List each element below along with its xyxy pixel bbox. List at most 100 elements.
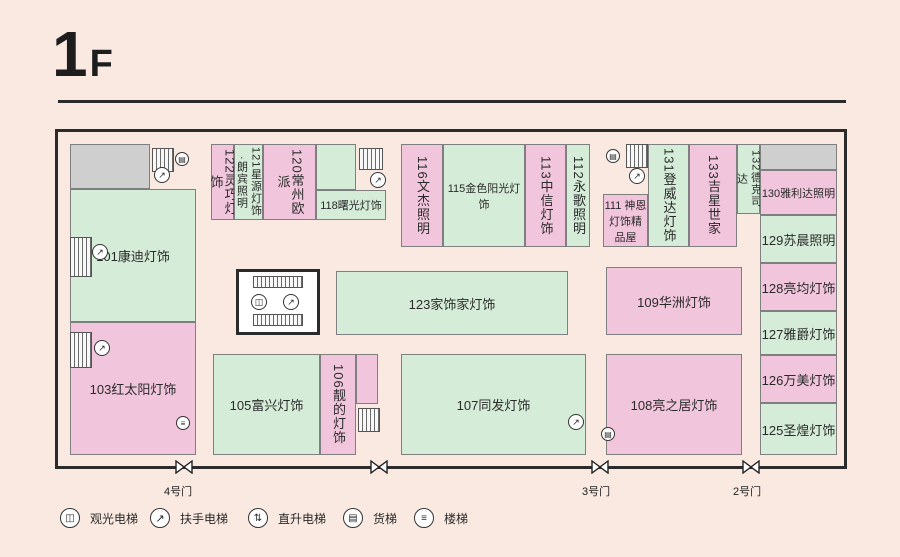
sightseeing-elevator-icon: ◫ bbox=[60, 508, 80, 528]
shop-121[interactable]: 121星源灯饰·朗宾照明 bbox=[234, 144, 263, 220]
shop-123-label: 123家饰家灯饰 bbox=[408, 296, 496, 312]
shop-106-label: 106靓的灯饰 bbox=[331, 364, 346, 445]
escalator-icon-2: ↗ bbox=[92, 244, 108, 260]
utility-area-top-left bbox=[70, 144, 150, 189]
shop-111[interactable]: 111 神恩灯饰精品屋 bbox=[603, 194, 648, 247]
shop-130-label: 130雅利达照明 bbox=[761, 187, 836, 200]
utility-area-top-right bbox=[760, 144, 837, 170]
shop-122[interactable]: 122灵巧灯饰 bbox=[208, 144, 238, 220]
shop-108[interactable]: 108亮之居灯饰 bbox=[606, 354, 742, 455]
freight-elevator-icon-2: ▤ bbox=[606, 149, 620, 163]
stairs-icon: ≡ bbox=[414, 508, 434, 528]
shop-107-label: 107同发灯饰 bbox=[456, 398, 531, 413]
floor-number: 1 bbox=[52, 18, 88, 90]
legend-freight: ▤ 货梯 bbox=[343, 508, 397, 528]
sightseeing-elevator-hall: ◫ ↗ bbox=[236, 269, 320, 335]
legend-escalator-label: 扶手电梯 bbox=[180, 511, 229, 526]
shop-127-label: 127雅爵灯饰 bbox=[761, 326, 836, 342]
door-4-icon[interactable] bbox=[175, 460, 193, 474]
legend-lift: ⇅ 直升电梯 bbox=[248, 508, 326, 528]
escalator-strip-bottom bbox=[253, 314, 303, 326]
floor-title: 1F bbox=[52, 22, 113, 86]
shop-118[interactable]: 118曙光灯饰 bbox=[316, 190, 386, 220]
shop-105[interactable]: 105富兴灯饰 bbox=[213, 354, 320, 455]
escalator-icon-4: ↗ bbox=[370, 172, 386, 188]
escalator-icon-5: ↗ bbox=[629, 168, 645, 184]
sightseeing-elevator-icon: ◫ bbox=[251, 294, 267, 310]
shop-132[interactable]: 132德克司达 bbox=[735, 144, 762, 214]
freight-elevator-icon: ▤ bbox=[343, 508, 363, 528]
shop-106-annex bbox=[356, 354, 378, 404]
legend-stairs: ≡ 楼梯 bbox=[414, 508, 468, 528]
shop-121-label: 121星源灯饰·朗宾照明 bbox=[235, 147, 262, 217]
door-4-label: 4号门 bbox=[164, 486, 193, 498]
shop-116[interactable]: 116文杰照明 bbox=[401, 144, 443, 247]
shop-109-label: 109华洲灯饰 bbox=[637, 294, 711, 310]
shop-133[interactable]: 133吉星世家 bbox=[689, 144, 737, 247]
shop-115[interactable]: 115金色阳光灯饰 bbox=[443, 144, 525, 247]
shop-130[interactable]: 130雅利达照明 bbox=[760, 170, 837, 215]
shop-113[interactable]: 113中信灯饰 bbox=[525, 144, 566, 247]
shop-123[interactable]: 123家饰家灯饰 bbox=[336, 271, 568, 335]
shop-105-label: 105富兴灯饰 bbox=[229, 398, 304, 413]
legend-freight-label: 货梯 bbox=[373, 511, 398, 526]
legend-stairs-label: 楼梯 bbox=[444, 511, 469, 526]
title-divider bbox=[58, 100, 846, 103]
escalator-strip-top bbox=[253, 276, 303, 288]
shop-132-label: 132德克司达 bbox=[735, 150, 762, 208]
shop-125[interactable]: 125圣煌灯饰 bbox=[760, 403, 837, 455]
shop-120[interactable]: 120常州欧派 bbox=[263, 144, 316, 220]
shop-128[interactable]: 128亮均灯饰 bbox=[760, 263, 837, 311]
escalator-strip-2 bbox=[70, 332, 92, 368]
shop-107[interactable]: 107同发灯饰 bbox=[401, 354, 586, 455]
corridor-block-118-top bbox=[316, 144, 356, 190]
shop-133-label: 133吉星世家 bbox=[706, 155, 721, 236]
shop-108-label: 108亮之居灯饰 bbox=[630, 398, 718, 413]
shop-112-label: 112永歌照明 bbox=[571, 155, 586, 236]
floor-letter: F bbox=[89, 43, 113, 85]
shop-129[interactable]: 129苏晨照明 bbox=[760, 215, 837, 263]
shop-106[interactable]: 106靓的灯饰 bbox=[320, 354, 356, 455]
shop-128-label: 128亮均灯饰 bbox=[761, 280, 836, 296]
shop-125-label: 125圣煌灯饰 bbox=[761, 422, 836, 438]
door-3-label: 3号门 bbox=[582, 486, 611, 498]
shop-131-label: 131登威达灯饰 bbox=[661, 148, 677, 243]
escalator-icon-1: ↗ bbox=[154, 167, 170, 183]
lift-icon: ⇅ bbox=[248, 508, 268, 528]
escalator-icon-7: ↗ bbox=[568, 414, 584, 430]
stairs-icon-3 bbox=[359, 148, 383, 170]
shop-115-label: 115金色阳光灯饰 bbox=[447, 182, 521, 211]
shop-122-label: 122灵巧灯饰 bbox=[208, 148, 238, 216]
freight-elevator-icon-3: ▤ bbox=[601, 427, 615, 441]
shop-113-label: 113中信灯饰 bbox=[538, 155, 554, 236]
shop-103-label: 103红太阳灯饰 bbox=[89, 382, 177, 397]
escalator-icon-3: ↗ bbox=[94, 340, 110, 356]
shop-101-label: 101康迪灯饰 bbox=[96, 249, 170, 264]
escalator-strip-1 bbox=[70, 237, 92, 277]
shop-118-label: 118曙光灯饰 bbox=[320, 200, 382, 212]
legend-lift-label: 直升电梯 bbox=[278, 511, 327, 526]
door-main-icon[interactable] bbox=[370, 460, 388, 474]
door-2-icon[interactable] bbox=[742, 460, 760, 474]
shop-111-label: 111 神恩灯饰精品屋 bbox=[604, 199, 647, 244]
shop-126-label: 126万美灯饰 bbox=[761, 372, 836, 388]
shop-127[interactable]: 127雅爵灯饰 bbox=[760, 311, 837, 355]
stairs-icon-2: ≡ bbox=[176, 416, 190, 430]
stairs-icon-4 bbox=[626, 144, 648, 168]
freight-elevator-icon-1: ▤ bbox=[175, 152, 189, 166]
shop-112[interactable]: 112永歌照明 bbox=[566, 144, 590, 247]
legend-sightseeing-label: 观光电梯 bbox=[90, 511, 139, 526]
floor-map: 101康迪灯饰 103红太阳灯饰 ▤ ↗ ↗ ↗ ≡ 122灵巧灯饰 121星源… bbox=[55, 129, 847, 474]
door-3-icon[interactable] bbox=[591, 460, 609, 474]
legend-escalator: ↗ 扶手电梯 bbox=[150, 508, 228, 528]
shop-131[interactable]: 131登威达灯饰 bbox=[648, 144, 689, 247]
door-2-label: 2号门 bbox=[733, 486, 762, 498]
shop-126[interactable]: 126万美灯饰 bbox=[760, 355, 837, 403]
stairs-icon-5 bbox=[358, 408, 380, 432]
shop-129-label: 129苏晨照明 bbox=[761, 232, 836, 248]
escalator-icon-6: ↗ bbox=[283, 294, 299, 310]
legend-sightseeing: ◫ 观光电梯 bbox=[60, 508, 138, 528]
shop-109[interactable]: 109华洲灯饰 bbox=[606, 267, 742, 335]
shop-120-label: 120常州欧派 bbox=[275, 148, 305, 216]
shop-116-label: 116文杰照明 bbox=[415, 155, 430, 236]
